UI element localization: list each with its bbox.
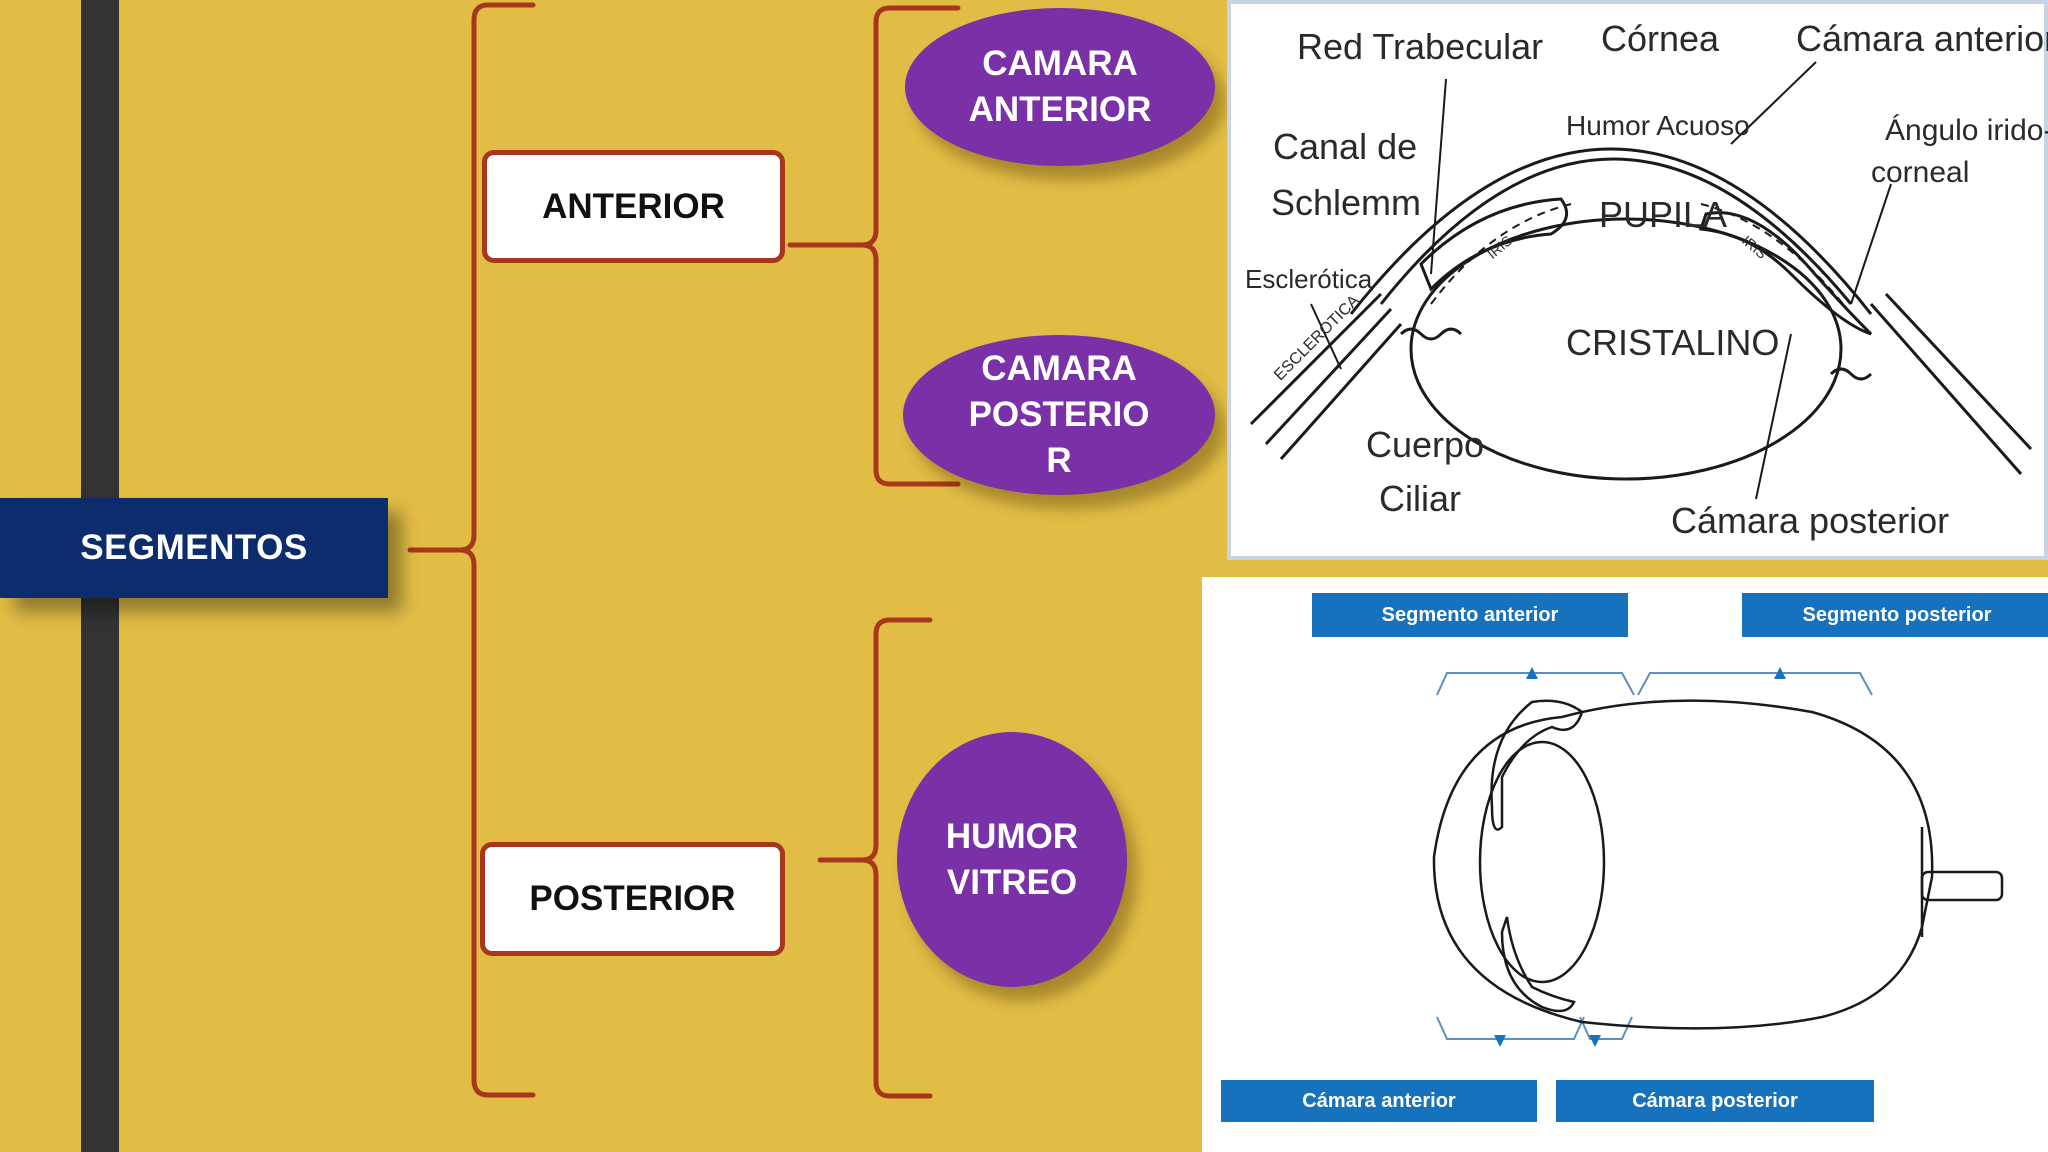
main-bracket (407, 2, 536, 1098)
label-pupila: PUPILA (1599, 194, 1728, 235)
label-angulo-iridocorneal-1: Ángulo irido- (1885, 114, 2048, 147)
label-canal-de: Canal de (1273, 126, 1418, 167)
label-cornea: Córnea (1601, 18, 1720, 59)
root-node-segmentos: SEGMENTOS (0, 498, 388, 598)
leaf-camara-posterior-label: CAMARA POSTERIO R (968, 349, 1150, 480)
branch-posterior-label: POSTERIOR (529, 879, 736, 918)
label-camara-anterior: Cámara anterior (1796, 18, 2048, 59)
leaf-camara-anterior-label: CAMARA ANTERIOR (968, 44, 1152, 129)
label-cristalino: CRISTALINO (1566, 322, 1780, 363)
label-esclerotica: Esclerótica (1245, 264, 1373, 294)
branch-posterior: POSTERIOR (480, 842, 785, 956)
eye-cross-section-drawing (1249, 61, 2033, 500)
eye-anterior-segment-diagram: Red Trabecular Córnea Cámara anterior Hu… (1227, 0, 2048, 560)
tag-segmento-anterior-label: Segmento anterior (1381, 603, 1559, 626)
label-schlemm: Schlemm (1271, 182, 1422, 223)
label-camara-posterior: Cámara posterior (1671, 500, 1950, 541)
branch-anterior: ANTERIOR (482, 150, 785, 263)
anterior-bracket (787, 5, 961, 487)
root-label: SEGMENTOS (80, 528, 308, 567)
leaf-camara-posterior: CAMARA POSTERIO R (903, 335, 1215, 495)
label-humor-acuoso: Humor Acuoso (1566, 110, 1750, 141)
leaf-humor-vitreo-label: HUMOR VITREO (945, 816, 1079, 902)
tag-camara-anterior-label: Cámara anterior (1302, 1089, 1456, 1112)
tag-segmento-posterior: Segmento posterior (1742, 593, 2048, 637)
tag-segmento-anterior: Segmento anterior (1312, 593, 1628, 637)
tag-segmento-posterior-label: Segmento posterior (1802, 603, 1992, 626)
label-red-trabecular: Red Trabecular (1297, 26, 1544, 67)
label-cuerpo: Cuerpo (1366, 424, 1485, 465)
leaf-humor-vitreo: HUMOR VITREO (897, 732, 1127, 987)
tag-camara-anterior: Cámara anterior (1221, 1080, 1537, 1122)
posterior-bracket (817, 617, 933, 1099)
tag-camara-posterior-label: Cámara posterior (1632, 1089, 1798, 1112)
branch-anterior-label: ANTERIOR (542, 186, 725, 226)
eye-segments-diagram: Segmento anterior Segmento posterior Cám… (1202, 577, 2048, 1152)
tag-camara-posterior: Cámara posterior (1556, 1080, 1874, 1122)
label-ciliar: Ciliar (1379, 478, 1462, 519)
eye-outline-drawing (1432, 667, 2004, 1047)
label-angulo-iridocorneal-2: corneal (1871, 156, 1970, 189)
leaf-camara-anterior: CAMARA ANTERIOR (905, 8, 1215, 166)
